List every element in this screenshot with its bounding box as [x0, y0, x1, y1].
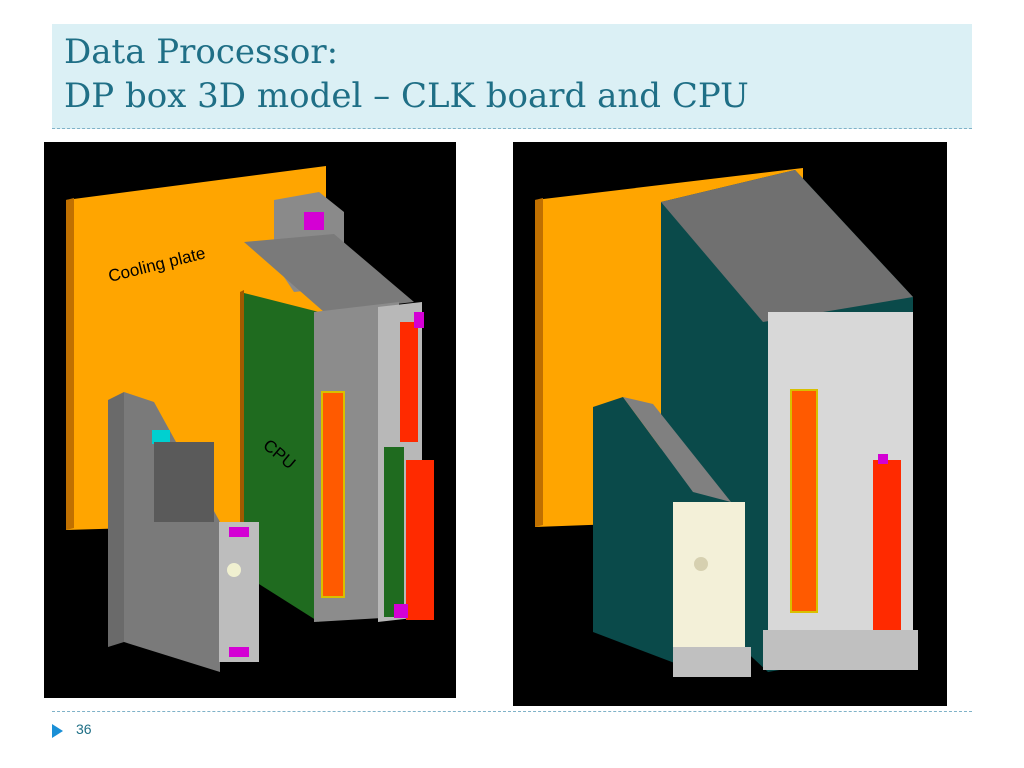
dp-box-model-right-illustration	[535, 168, 918, 677]
page-number: 36	[76, 721, 92, 737]
dp-box-model-left-image: Cooling plate CPU	[44, 142, 456, 698]
footer-divider	[52, 711, 972, 712]
slide-title-bar: Data Processor: DP box 3D model – CLK bo…	[52, 24, 972, 129]
dp-box-model-right-image	[513, 142, 947, 706]
page-marker-icon	[52, 724, 63, 738]
dp-box-model-left-illustration: Cooling plate CPU	[66, 166, 434, 672]
slide-title-line-2: DP box 3D model – CLK board and CPU	[64, 76, 749, 116]
slide-title-line-1: Data Processor:	[64, 32, 339, 72]
